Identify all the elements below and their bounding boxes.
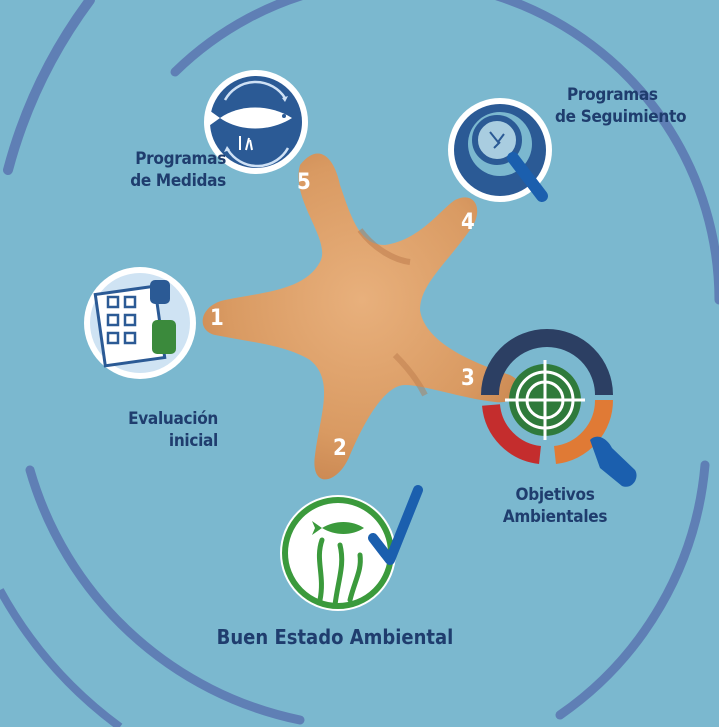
label-objetivos-ambientales: Objetivos Ambientales bbox=[490, 484, 620, 528]
label-buen-estado-ambiental: Buen Estado Ambiental bbox=[190, 626, 480, 648]
fish-seaweed-check-icon bbox=[280, 485, 423, 611]
step-number-2: 2 bbox=[333, 436, 347, 461]
starfish-graphic bbox=[202, 153, 521, 480]
fish-cycle-icon bbox=[204, 70, 308, 174]
step-number-5: 5 bbox=[297, 170, 311, 195]
starfish-shadow-1 bbox=[357, 228, 411, 265]
label-programas-de-seguimiento: Programas de Seguimiento bbox=[555, 84, 705, 128]
label-programas-de-medidas: Programas de Medidas bbox=[90, 148, 226, 192]
outer-arc-corner bbox=[0, 588, 123, 727]
label-line: inicial bbox=[168, 431, 218, 451]
outer-arc-top bbox=[170, 0, 719, 305]
label-evaluacion-inicial: Evaluación inicial bbox=[90, 408, 218, 452]
outer-arc-top-left bbox=[3, 0, 95, 175]
label-line: Evaluación bbox=[128, 409, 218, 429]
magnifier-icon bbox=[448, 98, 552, 202]
label-line: de Seguimiento bbox=[555, 107, 687, 127]
label-line: de Medidas bbox=[130, 171, 226, 191]
starfish-shadow-2 bbox=[392, 352, 428, 397]
label-line: Ambientales bbox=[502, 507, 608, 527]
label-line: Programas bbox=[135, 149, 226, 169]
step-number-4: 4 bbox=[461, 210, 475, 235]
step-number-3: 3 bbox=[461, 366, 475, 391]
step-number-1: 1 bbox=[210, 306, 224, 331]
label-line: Programas bbox=[567, 85, 658, 105]
outer-arc-bottom-left bbox=[25, 465, 305, 725]
checklist-thumbs-icon bbox=[84, 267, 196, 379]
outer-arc-bottom-right bbox=[555, 460, 710, 720]
target-hand-icon bbox=[481, 329, 637, 487]
label-line: Buen Estado Ambiental bbox=[216, 625, 454, 649]
label-line: Objetivos bbox=[515, 485, 595, 505]
